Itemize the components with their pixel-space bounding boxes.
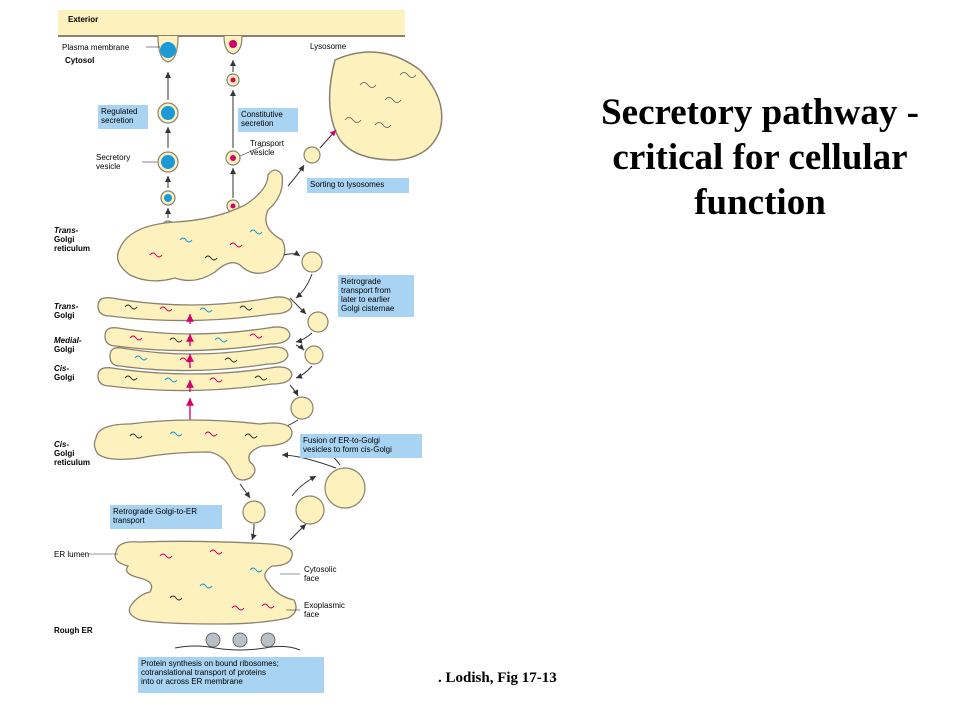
retrograde-golgi-er-callout: Retrograde Golgi-to-ER transport bbox=[110, 505, 222, 529]
leader-lines bbox=[88, 46, 300, 611]
protein-synthesis-line3: into or across ER membrane bbox=[141, 677, 243, 686]
rough-er bbox=[114, 540, 297, 625]
retrograde-vesicles bbox=[290, 251, 329, 420]
cytosol-label: Cytosol bbox=[65, 56, 95, 65]
retrograde-er-line2: transport bbox=[113, 516, 145, 525]
constitutive-secretion-line1: Constitutive bbox=[241, 110, 283, 119]
ribosomes bbox=[205, 632, 276, 648]
exterior-label: Exterior bbox=[68, 15, 99, 24]
medial-golgi-label: Medial- Golgi bbox=[54, 336, 82, 354]
tgn-label-line1: Trans- bbox=[54, 226, 79, 235]
tgn-label-line2: Golgi bbox=[54, 235, 75, 244]
rough-er-label: Rough ER bbox=[54, 626, 93, 635]
cis-golgi-cisterna bbox=[97, 366, 293, 392]
golgi-cargo bbox=[124, 304, 268, 383]
sorting-to-lysosomes-text: Sorting to lysosomes bbox=[310, 180, 385, 189]
golgi-stack bbox=[97, 296, 293, 392]
trans-golgi-reticulum-label: Trans- Golgi reticulum bbox=[54, 226, 90, 253]
cis-golgi-reticulum bbox=[93, 419, 293, 481]
secretory-vesicle-label-line2: vesicle bbox=[96, 162, 121, 171]
lysosome-label: Lysosome bbox=[310, 42, 347, 51]
medial-golgi-label-line1: Medial- bbox=[54, 336, 82, 345]
medial-golgi-label-line2: Golgi bbox=[54, 345, 75, 354]
trans-golgi-label-line2: Golgi bbox=[54, 311, 75, 320]
cis-golgi-label-line1: Cis- bbox=[54, 364, 70, 373]
cgn-cargo bbox=[129, 431, 258, 439]
sorting-to-lysosomes-callout: Sorting to lysosomes bbox=[307, 178, 409, 193]
medial-golgi-cisterna bbox=[104, 326, 291, 352]
regulated-secretion-callout: Regulated secretion bbox=[98, 105, 148, 129]
trans-golgi-label: Trans- Golgi bbox=[54, 302, 78, 320]
retrograde-line2: transport from bbox=[341, 286, 391, 295]
mrna-strand bbox=[174, 645, 301, 651]
trans-golgi-cisterna bbox=[97, 296, 293, 322]
to-lysosome-arrow bbox=[319, 129, 337, 149]
lysosome-sorting-arrow bbox=[287, 164, 305, 187]
exoplasmic-face-label-line2: face bbox=[304, 610, 320, 619]
tgn-label-line3: reticulum bbox=[54, 244, 91, 253]
cytosolic-face-label: Cytosolic face bbox=[304, 565, 336, 583]
exterior-region bbox=[58, 10, 405, 36]
constitutive-cargo bbox=[230, 77, 236, 209]
secretory-vesicle-label-line1: Secretory bbox=[96, 153, 131, 162]
slide-title-line2: critical for cellular bbox=[612, 137, 908, 178]
transport-vesicle-label: Transport vesicle bbox=[250, 139, 284, 157]
regulated-secretion-line1: Regulated bbox=[101, 107, 138, 116]
slide-title-line3: function bbox=[694, 182, 826, 223]
cis-golgi-reticulum-label: Cis- Golgi reticulum bbox=[54, 440, 90, 467]
retrograde-transport-callout: Retrograde transport from later to earli… bbox=[338, 275, 414, 317]
retrograde-er-line1: Retrograde Golgi-to-ER bbox=[113, 507, 198, 516]
transport-vesicle-label-line1: Transport bbox=[250, 139, 284, 148]
regulated-secretion-line2: secretion bbox=[101, 116, 134, 125]
er-golgi-vesicles bbox=[242, 467, 366, 525]
retrograde-line4: Golgi cisternae bbox=[341, 304, 395, 313]
exoplasmic-face-label-line1: Exoplasmic bbox=[304, 601, 345, 610]
slide-title: Secretory pathway - critical for cellula… bbox=[560, 90, 960, 225]
cytosolic-face-label-line2: face bbox=[304, 574, 320, 583]
constitutive-secretion-callout: Constitutive secretion bbox=[238, 108, 298, 132]
rough-er-cargo bbox=[159, 549, 275, 611]
lysosome bbox=[328, 51, 443, 161]
er-golgi-arrows bbox=[239, 444, 341, 541]
slide-title-line1: Secretory pathway - bbox=[601, 92, 919, 133]
cgn-label-line3: reticulum bbox=[54, 458, 91, 467]
fusion-line2: vesicles to form cis-Golgi bbox=[303, 445, 392, 454]
figure-citation: . Lodish, Fig 17-13 bbox=[438, 670, 557, 686]
cgn-label-line1: Cis- bbox=[54, 440, 70, 449]
cgn-label-line2: Golgi bbox=[54, 449, 75, 458]
retrograde-line1: Retrograde bbox=[341, 277, 382, 286]
er-golgi-fusion-callout: Fusion of ER-to-Golgi vesicles to form c… bbox=[300, 434, 422, 458]
protein-synthesis-line2: cotranslational transport of proteins bbox=[141, 668, 266, 677]
tgn-cargo bbox=[149, 229, 263, 261]
constitutive-secretion-line2: secretion bbox=[241, 119, 274, 128]
lysosome-transport-vesicle bbox=[303, 146, 321, 164]
exoplasmic-face-label: Exoplasmic face bbox=[304, 601, 345, 619]
retrograde-line3: later to earlier bbox=[341, 295, 390, 304]
cis-golgi-label: Cis- Golgi bbox=[54, 364, 74, 382]
plasma-membrane-label: Plasma membrane bbox=[62, 43, 130, 52]
er-lumen-label: ER lumen bbox=[54, 550, 90, 559]
trans-golgi-reticulum bbox=[116, 169, 286, 282]
transport-vesicle-label-line2: vesicle bbox=[250, 148, 275, 157]
secretory-vesicle-label: Secretory vesicle bbox=[96, 153, 130, 171]
fusion-line1: Fusion of ER-to-Golgi bbox=[303, 436, 380, 445]
protein-synthesis-callout: Protein synthesis on bound ribosomes; co… bbox=[138, 657, 324, 693]
medial-golgi-cisterna-2 bbox=[109, 346, 289, 372]
trans-golgi-label-line1: Trans- bbox=[54, 302, 79, 311]
cis-golgi-label-line2: Golgi bbox=[54, 373, 75, 382]
regulated-exocytosis-site bbox=[157, 35, 179, 63]
constitutive-exocytosis-site bbox=[223, 35, 243, 55]
cytosolic-face-label-line1: Cytosolic bbox=[304, 565, 337, 574]
protein-synthesis-line1: Protein synthesis on bound ribosomes; bbox=[141, 659, 279, 668]
